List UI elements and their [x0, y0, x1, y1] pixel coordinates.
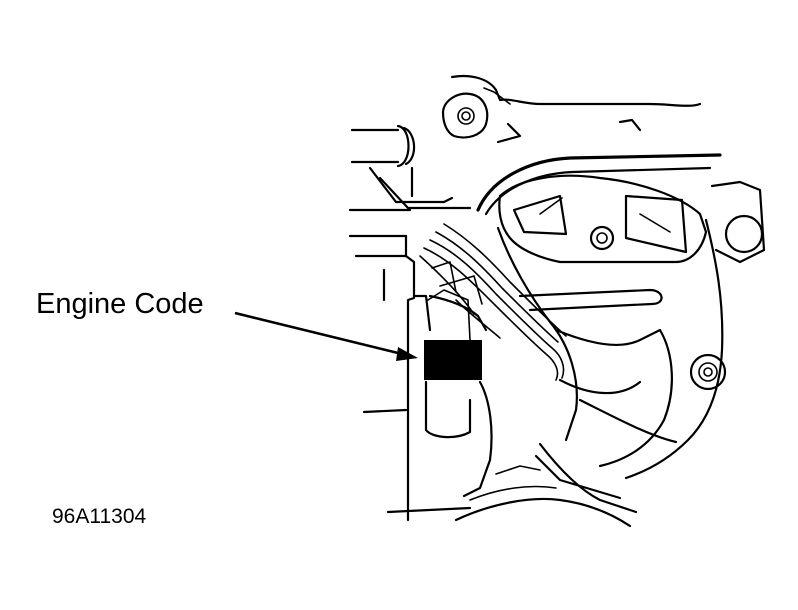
- engine-block-illustration: [348, 74, 766, 528]
- engine-code-label: Engine Code: [36, 288, 204, 320]
- leader-arrow: [234, 311, 418, 361]
- figure-id: 96A11304: [52, 505, 147, 528]
- engine-code-stamp: [424, 340, 482, 380]
